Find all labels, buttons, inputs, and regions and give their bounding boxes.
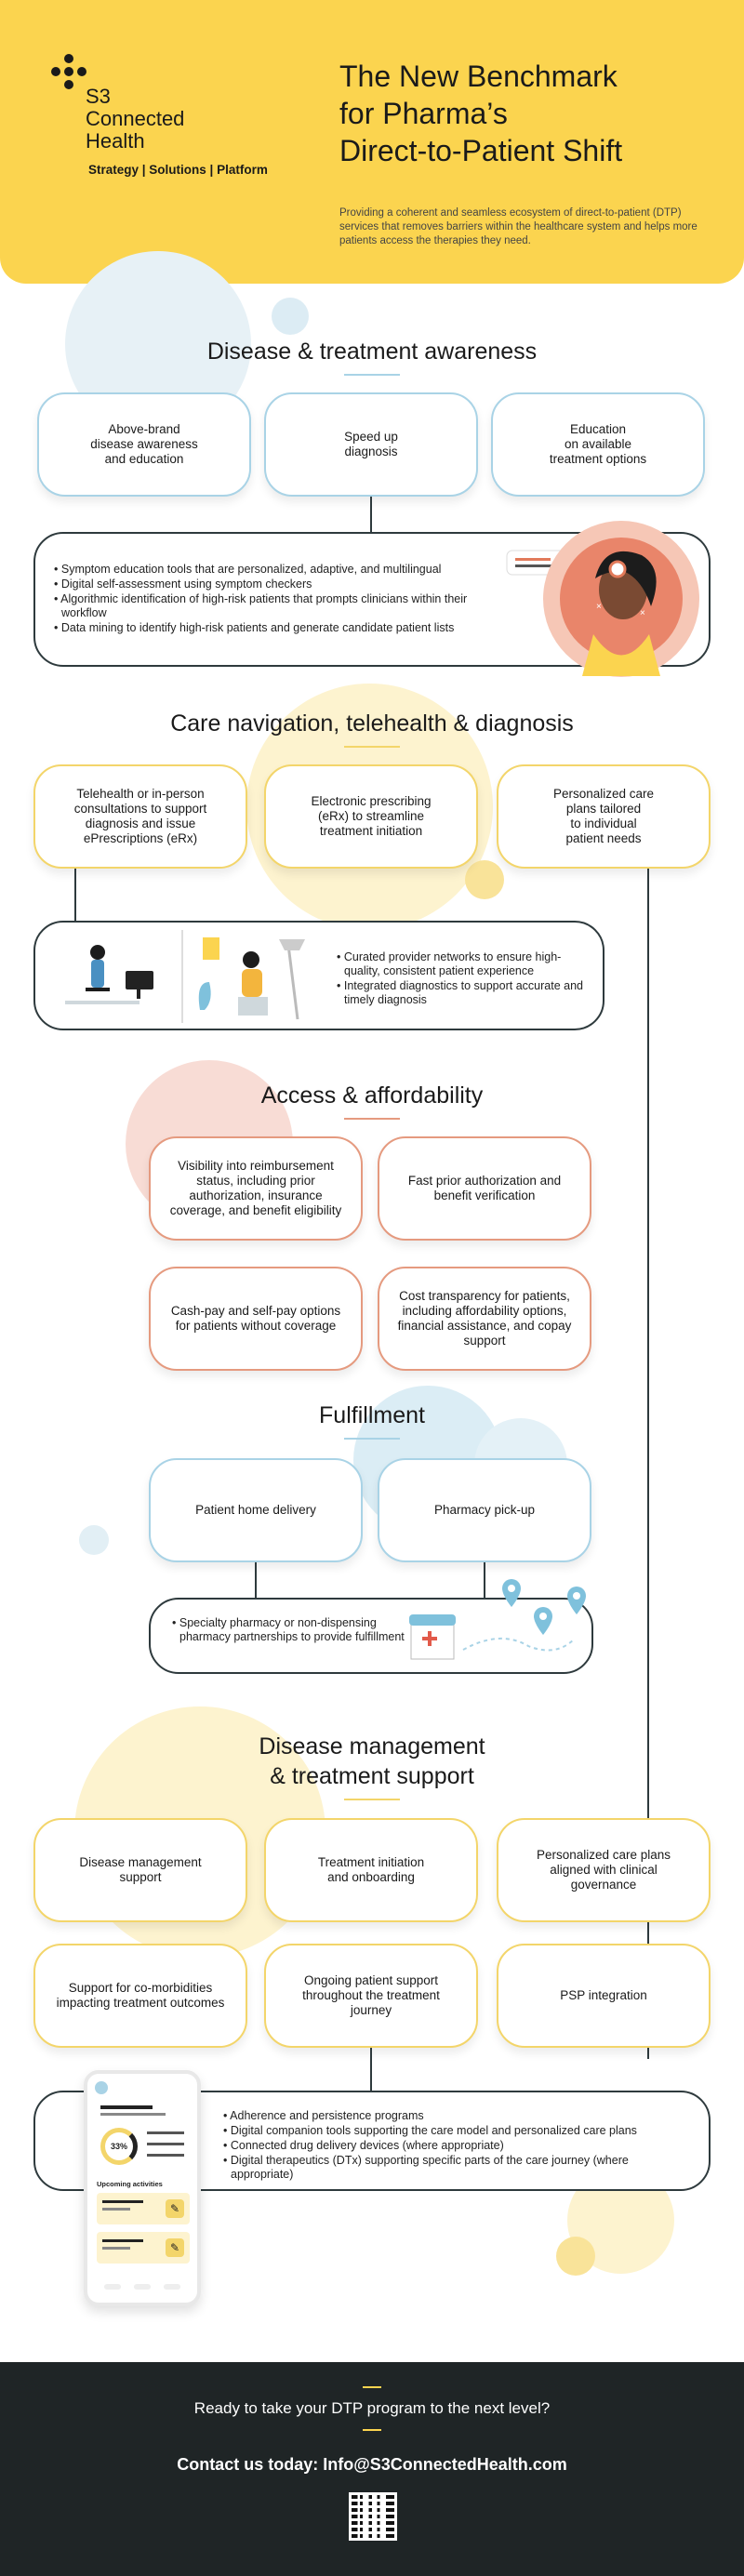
section-title-management: Disease management & treatment support [259,1733,485,1789]
phone-mockup: 33% Upcoming activities ✎ ✎ [84,2070,201,2306]
activity-item: ✎ [97,2193,190,2224]
navigation-bullets: Curated provider networks to ensure high… [337,950,588,1008]
bullet: Symptom education tools that are persona… [54,563,491,577]
card-telehealth: Telehealth or in-person consultations to… [33,764,247,869]
connector-line [370,2048,372,2092]
card-psp-integration: PSP integration [497,1944,711,2048]
syringe-icon: ✎ [166,2199,184,2218]
section-title-navigation: Care navigation, telehealth & diagnosis [170,710,574,737]
svg-text:×: × [640,608,645,618]
page-title: The New Benchmark for Pharma’s Direct-to… [339,60,623,167]
avatar [95,2081,108,2094]
card-pharmacy-pickup: Pharmacy pick-up [378,1458,591,1562]
section-title-access: Access & affordability [260,1082,484,1109]
card-treatment-initiation: Treatment initiation and onboarding [264,1818,478,1922]
text-line [147,2143,184,2145]
decor-circle [272,298,309,335]
text-line [100,2105,153,2109]
decor-circle [556,2237,595,2276]
text-line [147,2154,184,2157]
bullet: Data mining to identify high-risk patien… [54,621,491,635]
text-line [147,2131,184,2134]
syringe-icon: ✎ [166,2238,184,2257]
contact-link[interactable]: Contact us today: Info@S3ConnectedHealth… [177,2455,567,2474]
card-comorbidities: Support for co-morbidities impacting tre… [33,1944,247,2048]
progress-ring: 33% [100,2128,138,2165]
section-rule [344,746,400,748]
connector-line [484,1562,485,1600]
page-subtitle: Providing a coherent and seamless ecosys… [339,207,698,246]
brand-name: S3 Connected Health [86,85,185,153]
footer-rule [363,2386,381,2388]
section-rule [344,1118,400,1120]
section-title-fulfillment: Fulfillment [319,1402,425,1428]
management-bullets: Adherence and persistence programs Digit… [223,2109,688,2183]
patient-avatar-illustration: × × [506,521,699,677]
footer-question: Ready to take your DTP program to the ne… [193,2399,551,2417]
bullet: Specialty pharmacy or non-dispensing pha… [172,1616,405,1644]
bullet: Integrated diagnostics to support accura… [337,979,588,1007]
telehealth-illustration [65,930,305,1023]
connector-line [370,497,372,534]
bullet: Digital self-assessment using symptom ch… [54,578,491,591]
qr-code-icon[interactable] [349,2492,397,2541]
decor-circle [79,1525,109,1555]
logo-dots-icon [51,54,98,100]
bullet: Connected drug delivery devices (where a… [223,2139,688,2153]
connector-line [74,869,76,924]
bullet: Algorithmic identification of high-risk … [54,592,491,620]
connector-line [255,1562,257,1600]
header-banner [0,0,744,284]
section-rule [344,1438,400,1440]
bullet: Curated provider networks to ensure high… [337,950,588,978]
fulfillment-bullets: Specialty pharmacy or non-dispensing pha… [172,1616,405,1645]
text-line [100,2113,166,2116]
card-ongoing-support: Ongoing patient support throughout the t… [264,1944,478,2048]
card-care-plans-governance: Personalized care plans aligned with cli… [497,1818,711,1922]
card-disease-awareness: Above-brand disease awareness and educat… [37,392,251,497]
card-fast-prior-auth: Fast prior authorization and benefit ver… [378,1136,591,1241]
bullet: Digital companion tools supporting the c… [223,2124,688,2138]
awareness-bullets: Symptom education tools that are persona… [54,563,491,636]
pharmacy-map-illustration [409,1579,586,1660]
section-title-awareness: Disease & treatment awareness [206,339,538,365]
section-rule [344,374,400,376]
card-home-delivery: Patient home delivery [149,1458,363,1562]
card-eprescribing: Electronic prescribing (eRx) to streamli… [264,764,478,869]
card-treatment-education: Education on available treatment options [491,392,705,497]
svg-text:×: × [596,602,602,612]
card-cost-transparency: Cost transparency for patients, includin… [378,1267,591,1371]
card-speed-diagnosis: Speed up diagnosis [264,392,478,497]
upcoming-activities-label: Upcoming activities [97,2180,163,2188]
card-personalized-plans: Personalized care plans tailored to indi… [497,764,711,869]
bullet: Adherence and persistence programs [223,2109,688,2123]
bullet: Digital therapeutics (DTx) supporting sp… [223,2154,688,2182]
connector-line [647,869,649,2059]
footer-rule [363,2429,381,2431]
card-disease-management: Disease management support [33,1818,247,1922]
decor-circle [465,860,504,899]
brand-tagline: Strategy | Solutions | Platform [88,163,268,177]
card-reimbursement-visibility: Visibility into reimbursement status, in… [149,1136,363,1241]
section-rule [344,1799,400,1800]
activity-item: ✎ [97,2232,190,2264]
card-cash-pay: Cash-pay and self-pay options for patien… [149,1267,363,1371]
